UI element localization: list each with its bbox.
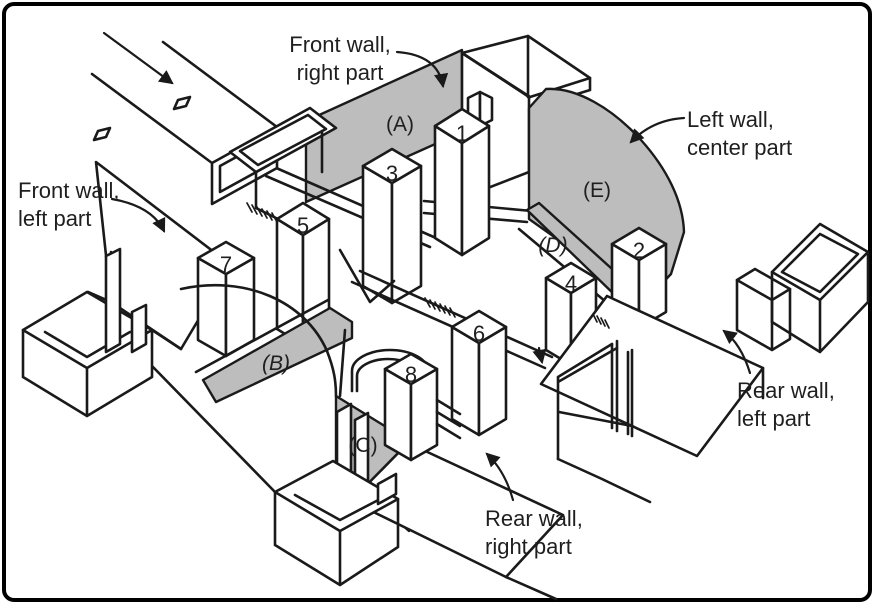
region-label-c: (C)	[348, 434, 377, 457]
label-rear-wall-left-line1: Rear wall,	[737, 378, 835, 403]
pillar-6	[450, 309, 508, 437]
pillar-8	[383, 352, 439, 462]
pillar-number-7: 7	[220, 252, 232, 277]
region-label-d: (D)	[538, 234, 567, 257]
box-step	[376, 472, 398, 506]
pillar-number-1: 1	[456, 121, 468, 146]
rear-wall-left-slab	[539, 294, 765, 458]
label-front-wall-left-line2: left part	[18, 206, 91, 231]
left-open-box	[21, 247, 154, 418]
pillar-7	[196, 240, 256, 358]
hatch-marks	[246, 202, 610, 329]
break-mark	[172, 95, 192, 111]
rear-wall-left-arrow	[722, 329, 752, 375]
pillar-number-2: 2	[633, 238, 645, 263]
region-label-a: (A)	[386, 113, 414, 136]
box-post	[130, 303, 148, 354]
label-rear-wall-right-line2: right part	[485, 534, 572, 559]
pillar-number-6: 6	[473, 321, 485, 346]
front-wall-right-arrow	[395, 50, 449, 89]
rear-wall-right-arrow	[485, 452, 515, 502]
front-wall-left-arrow	[110, 197, 166, 233]
court-rim-band	[338, 248, 554, 370]
label-front-wall-right-line2: right part	[297, 60, 384, 85]
bottom-open-box	[273, 402, 400, 587]
pillar-3	[361, 147, 423, 305]
break-mark	[92, 126, 112, 142]
right-open-box	[735, 222, 870, 354]
rear-doorway-frame	[556, 339, 652, 504]
label-front-wall-left-line1: Front wall,	[18, 178, 119, 203]
upper-walkway-band	[264, 165, 534, 249]
pillar-number-8: 8	[405, 362, 417, 387]
wall-tick-arrow	[532, 346, 547, 365]
pillar-number-4: 4	[565, 271, 577, 296]
pillar-1	[433, 107, 491, 257]
step-rungs	[435, 398, 462, 440]
region-label-b: (B)	[262, 352, 290, 375]
label-rear-wall-right-line1: Rear wall,	[485, 506, 583, 531]
pillar-number-5: 5	[297, 213, 309, 238]
label-rear-wall-left-line2: left part	[737, 406, 810, 431]
pillar-number-3: 3	[386, 161, 398, 186]
region-label-e: (E)	[583, 179, 611, 202]
labels: Front wall, right part Front wall, left …	[18, 32, 835, 559]
top-opening-box	[460, 34, 592, 200]
curved-wall-arc	[179, 284, 338, 398]
label-left-wall-center-line1: Left wall,	[687, 107, 774, 132]
label-front-wall-right-line1: Front wall,	[289, 32, 390, 57]
box-post	[104, 247, 122, 354]
label-left-wall-center-line2: center part	[687, 135, 792, 160]
arrows	[102, 31, 752, 502]
flow-direction-arrow	[102, 31, 174, 85]
left-wall-center-arrow	[629, 116, 686, 144]
